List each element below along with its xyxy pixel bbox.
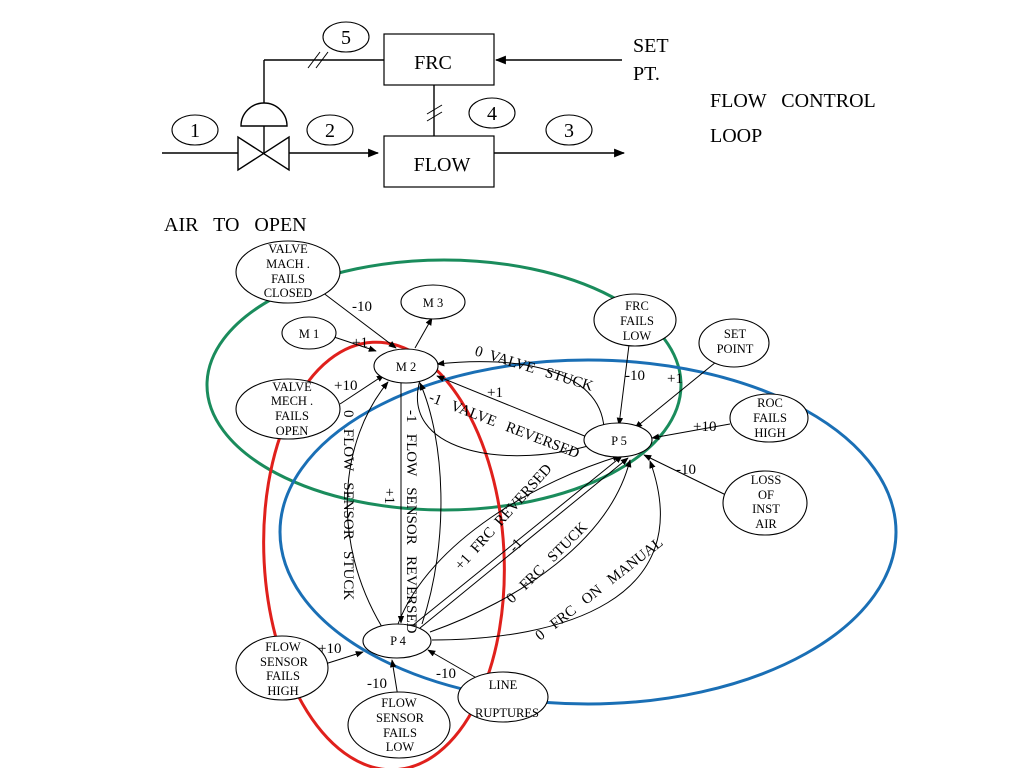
edge-air-p5 — [643, 454, 729, 497]
edge-frc-on-manual — [431, 460, 661, 641]
label-air-p5: -10 — [676, 462, 696, 478]
label-frc-low-p5: -10 — [625, 368, 645, 384]
edge-frc-stuck — [429, 459, 632, 633]
stream-tag-2 — [306, 114, 354, 146]
edge-valve-reversed — [417, 379, 589, 457]
svg-text:M 3: M 3 — [423, 296, 444, 310]
air-to-open-label: AIR TO OPEN — [164, 214, 307, 236]
stream-tag-5 — [322, 21, 370, 53]
label-m2-p4: +1 — [381, 488, 397, 504]
node-m1: M 1 — [281, 316, 337, 350]
svg-text:M 1: M 1 — [299, 327, 320, 341]
label-m1-m2: +1 — [352, 335, 368, 351]
edge-m2-m3 — [414, 317, 433, 349]
label-fsfh-p4: +10 — [318, 641, 341, 657]
stream-tag-3 — [545, 114, 593, 146]
stream-tag-1-label: 1 — [190, 120, 200, 142]
frc-box — [383, 33, 495, 86]
set-pt-line1: SET — [633, 35, 669, 57]
label-vfo-m2: +10 — [334, 378, 357, 394]
edge-setpoint-p5 — [634, 361, 717, 429]
edge-vfo-m2 — [339, 374, 385, 405]
stream-tag-3-label: 3 — [564, 120, 574, 142]
signal-hash — [426, 111, 443, 122]
label-flow-sensor-reversed: -1 FLOW SENSOR REVERSED — [403, 410, 419, 634]
flow-box — [383, 135, 495, 188]
node-m3: M 3 — [400, 284, 466, 320]
label-p4-p5: -1 — [506, 536, 526, 556]
label-setpoint-p5: +1 — [667, 371, 683, 387]
loop-title-line2: LOOP — [710, 125, 762, 147]
signal-hash — [315, 51, 329, 69]
label-fsfl-p4: -10 — [367, 676, 387, 692]
valve-actuator — [240, 102, 288, 127]
label-valve-reversed: -1 VALVE REVERSED — [427, 390, 582, 462]
edge-flow-sensor-reversed — [419, 382, 442, 625]
loop-title-line1: FLOW CONTROL — [710, 90, 876, 112]
svg-text:P 4: P 4 — [390, 634, 407, 648]
red-loop — [262, 340, 506, 768]
stream-tag-1 — [171, 114, 219, 146]
edge-line-p4 — [427, 649, 481, 681]
node-p4: P 4 — [362, 623, 432, 659]
edge-flow-sensor-stuck — [346, 381, 389, 628]
stream-tag-2-label: 2 — [325, 120, 335, 142]
edge-frc-reversed — [397, 455, 621, 625]
node-p5: P 5 — [583, 422, 653, 458]
label-flow-sensor-stuck: 0 FLOW SENSOR STUCK — [340, 410, 356, 600]
signal-hash — [307, 51, 321, 69]
edge-valve-stuck — [436, 360, 605, 429]
edge-roc-p5 — [651, 423, 731, 440]
edge-m1-m2 — [333, 336, 377, 352]
svg-text:M 2: M 2 — [396, 360, 417, 374]
green-loop — [205, 258, 683, 512]
stream-tag-4-label: 4 — [487, 103, 497, 125]
label-line-p4: -10 — [436, 666, 456, 682]
control-valve — [237, 135, 290, 172]
edge-p4-p5-b — [419, 457, 629, 629]
signal-hash — [426, 104, 443, 115]
label-vfc-m2: -10 — [352, 299, 372, 315]
edge-vfc-m2 — [321, 291, 397, 349]
node-m2: M 2 — [373, 348, 439, 384]
edge-p4-p5 — [411, 455, 623, 627]
edge-frc-low-p5 — [616, 344, 630, 426]
control-loop-schematic: FRC FLOW SET PT. 1 2 3 4 5 FLOW CONTROL … — [162, 21, 876, 236]
set-pt-line2: PT. — [633, 63, 660, 85]
stream-tag-5-label: 5 — [341, 27, 351, 49]
stream-tag-4 — [468, 97, 516, 129]
blue-loop — [278, 358, 898, 706]
edge-fsfl-p4 — [389, 659, 399, 698]
label-frc-stuck: 0 FRC STUCK — [504, 519, 591, 606]
svg-text:P 5: P 5 — [611, 434, 627, 448]
label-roc-p5: +10 — [693, 419, 716, 435]
edge-fsfh-p4 — [324, 651, 364, 665]
edge-p5-m2 — [436, 375, 588, 438]
label-p5-m2: +1 — [487, 385, 503, 401]
flow-label: FLOW — [414, 154, 471, 176]
frc-label: FRC — [414, 52, 452, 74]
